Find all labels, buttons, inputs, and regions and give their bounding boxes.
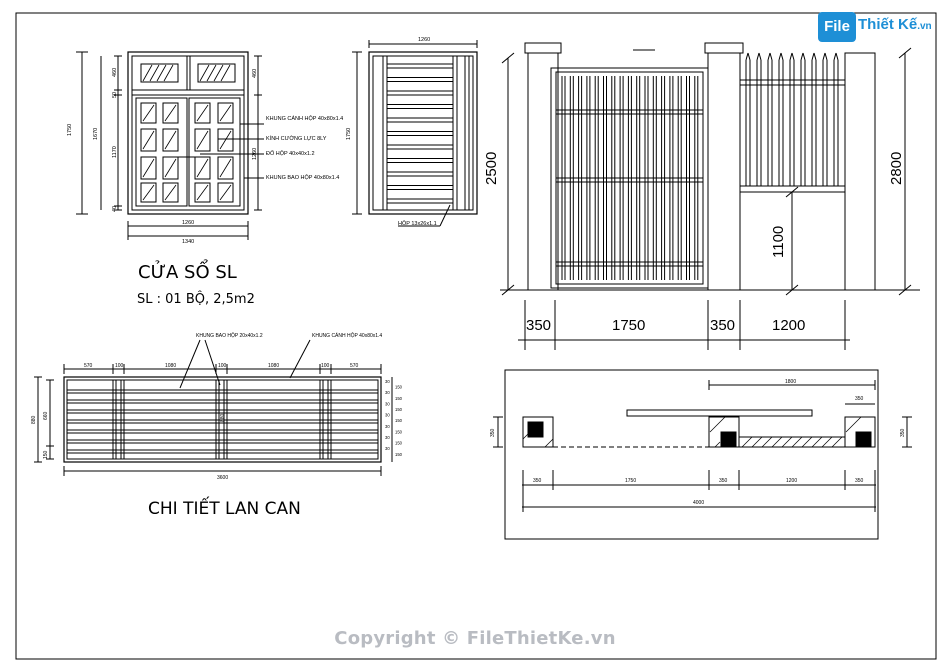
fence-base-height: 1100 (770, 226, 787, 258)
site-logo: File Thiết Kế.vn (818, 12, 936, 42)
fence-picket-tip (745, 52, 749, 61)
window-note-2: KÍNH CƯỜNG LỰC 8LY (266, 135, 327, 142)
gate-width-1: 350 (526, 317, 551, 334)
plan-top-small: 350 (855, 396, 864, 402)
railing-right-dim: 150 (395, 396, 403, 401)
railing-mid: 880 (220, 413, 226, 422)
railing-dim-4: 100 (218, 363, 227, 369)
gate-width-3: 350 (710, 317, 735, 334)
sheet-border (15, 12, 937, 660)
plan-total: 4000 (693, 500, 704, 506)
fence-picket-tip (769, 52, 773, 61)
fence-picket-tip (833, 52, 837, 61)
railing-left-3: 150 (43, 450, 49, 459)
plan-dim-5: 350 (855, 478, 864, 484)
railing-title: CHI TIẾT LAN CAN (148, 495, 301, 519)
window-note-4: KHUNG BAO HỘP 40x80x1.4 (266, 174, 339, 181)
window-dim-bot: 40 (112, 206, 118, 212)
grille-drawing (352, 40, 478, 227)
railing-right-dim: 30 (385, 379, 390, 384)
fence-picket-tip (747, 52, 751, 61)
railing-note-right: KHUNG CÁNH HỘP 40x80x1.4 (312, 332, 382, 339)
fence-picket-tip (800, 52, 804, 61)
grille-note: HỘP 13x26x1.1 (398, 220, 437, 227)
railing-right-dim: 30 (385, 401, 390, 406)
window-dim-right-mid: 1260 (252, 148, 258, 160)
railing-right-dim: 30 (385, 435, 390, 440)
fence-picket-tip (824, 52, 828, 61)
window-drawing (76, 51, 264, 240)
plan-side-left: 350 (490, 428, 496, 437)
plan-side-right: 350 (900, 428, 906, 437)
window-dim-inner-width: 1260 (182, 220, 194, 226)
window-note-3: ĐỐ HỘP 40x40x1.2 (266, 150, 315, 157)
logo-name: Thiết Kế.vn (858, 16, 932, 33)
window-title: CỬA SỔ SL (138, 259, 237, 283)
fence-picket-tip (791, 52, 795, 61)
fence-picket-tip (835, 52, 839, 61)
gate-elevation (500, 42, 920, 350)
railing-drawing (34, 339, 393, 476)
plan-top-dim: 1800 (785, 379, 796, 385)
railing-dim-5: 1080 (268, 363, 279, 369)
window-dim-frame: 1670 (93, 128, 99, 140)
railing-left-2: 660 (43, 411, 49, 420)
window-dim-panel: 1170 (112, 146, 118, 158)
window-subtitle: SL : 01 BỘ, 2,5m2 (137, 291, 255, 307)
window-dim-outer-width: 1340 (182, 239, 194, 245)
window-dim-right-top: 460 (252, 69, 258, 78)
gate-plan (493, 369, 912, 540)
grille-width: 1260 (418, 37, 430, 43)
fence-picket-tip (778, 52, 782, 61)
pillar-height: 2800 (888, 152, 905, 185)
railing-right-dim: 30 (385, 424, 390, 429)
railing-right-dim: 150 (395, 407, 403, 412)
railing-total: 3600 (217, 475, 228, 481)
plan-dim-1: 350 (533, 478, 542, 484)
railing-right-dim: 30 (385, 390, 390, 395)
logo-file-badge: File (818, 12, 856, 42)
fence-picket-tip (780, 52, 784, 61)
grille-height: 1750 (346, 128, 352, 140)
fence-picket-tip (813, 52, 817, 61)
railing-dim-2: 100 (115, 363, 124, 369)
fence-picket-tip (802, 52, 806, 61)
gate-height: 2500 (483, 152, 500, 185)
plan-dim-4: 1200 (786, 478, 797, 484)
railing-dim-3: 1080 (165, 363, 176, 369)
plan-dim-3: 350 (719, 478, 728, 484)
logo-suffix: .vn (917, 21, 932, 32)
railing-dim-1: 570 (84, 363, 93, 369)
gate-width-4: 1200 (772, 317, 805, 334)
fence-picket-tip (789, 52, 793, 61)
window-note-1: KHUNG CÁNH HỘP 40x80x1.4 (266, 115, 343, 122)
railing-right-dim: 150 (395, 385, 403, 390)
copyright-watermark: Copyright © FileThietKe.vn (334, 628, 616, 649)
plan-dim-2: 1750 (625, 478, 636, 484)
railing-left-1: 880 (31, 415, 37, 424)
railing-right-dim: 30 (385, 413, 390, 418)
railing-dim-7: 570 (350, 363, 359, 369)
railing-right-dim: 150 (395, 418, 403, 423)
window-dim-top: 460 (112, 68, 118, 77)
logo-name-text: Thiết Kế (858, 16, 918, 33)
window-dim-total: 1750 (67, 124, 73, 136)
railing-right-dim: 30 (385, 446, 390, 451)
fence-picket-tip (822, 52, 826, 61)
railing-right-dim: 150 (395, 429, 403, 434)
fence-picket-tip (811, 52, 815, 61)
railing-note-left: KHUNG BAO HỘP 20x40x1.2 (196, 332, 263, 339)
fence-picket-tip (758, 52, 762, 61)
fence-picket-tip (756, 52, 760, 61)
railing-dim-6: 100 (321, 363, 330, 369)
railing-right-dim: 150 (395, 441, 403, 446)
fence-picket-tip (767, 52, 771, 61)
railing-right-dim: 150 (395, 452, 403, 457)
window-dim-mid: 50 (112, 92, 118, 98)
gate-width-2: 1750 (612, 317, 645, 334)
